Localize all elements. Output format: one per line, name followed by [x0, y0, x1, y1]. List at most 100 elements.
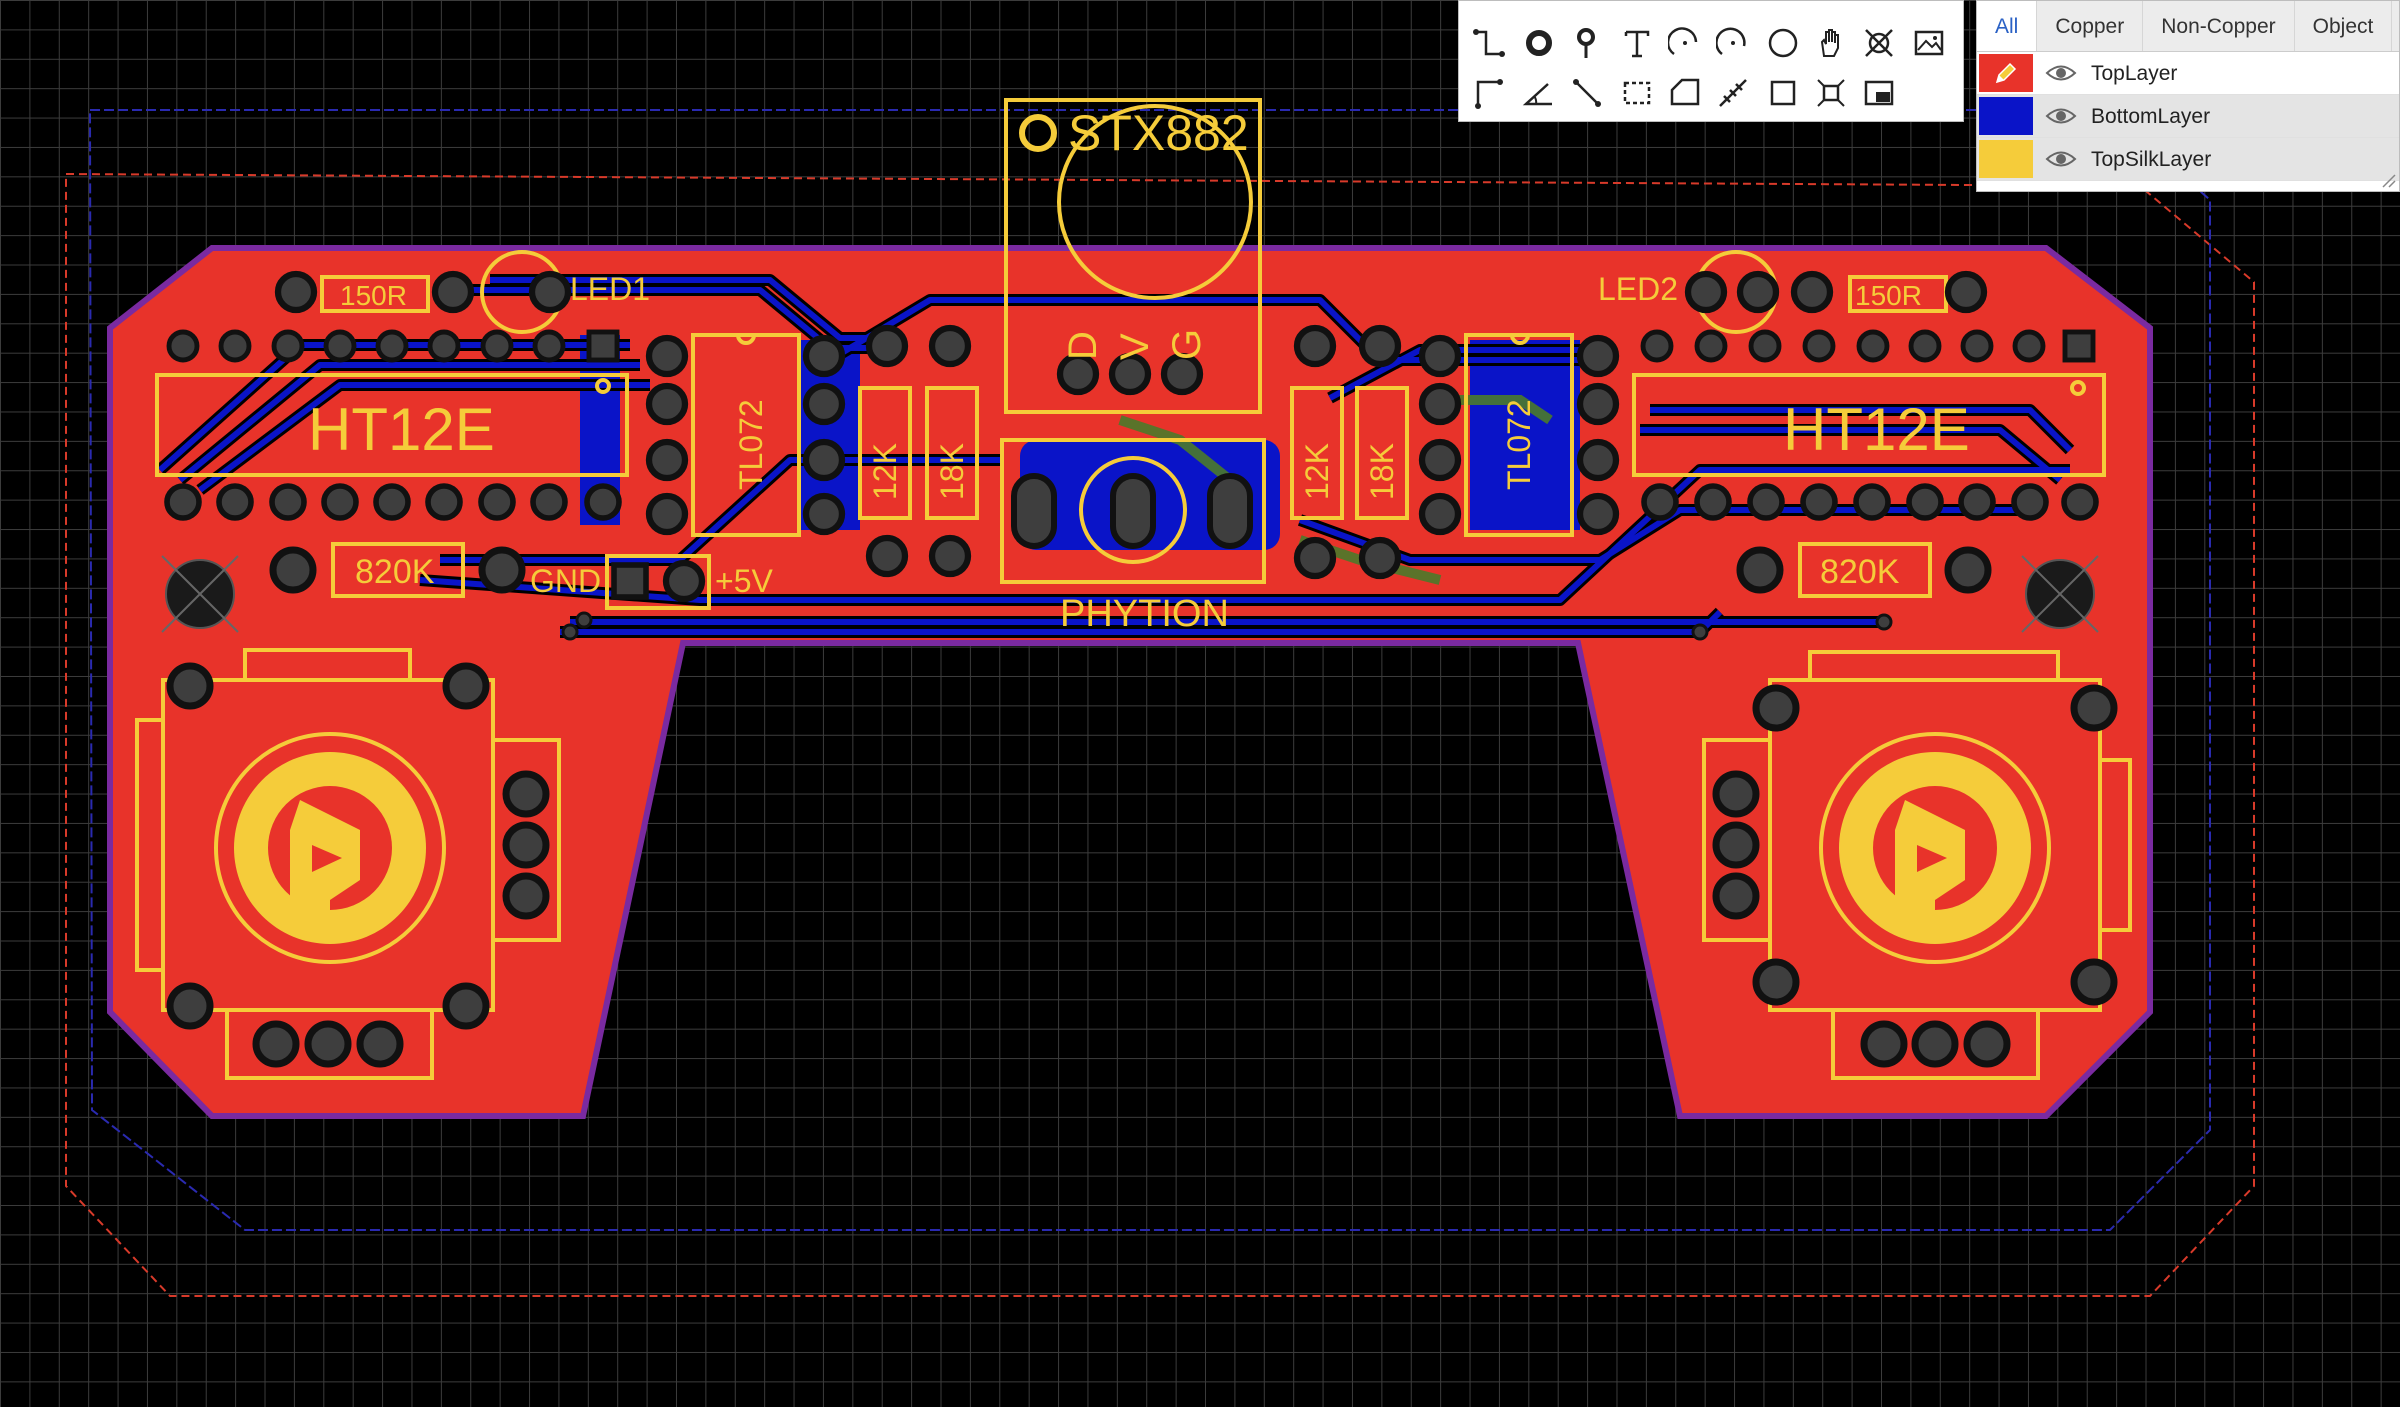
pad[interactable]: [166, 662, 214, 710]
pad[interactable]: [802, 438, 846, 482]
pad[interactable]: [1358, 536, 1402, 580]
pad[interactable]: [478, 546, 526, 594]
pad[interactable]: [1712, 770, 1760, 818]
pad[interactable]: [304, 1020, 352, 1068]
pad[interactable]: [802, 492, 846, 536]
hand-icon[interactable]: [1811, 23, 1851, 63]
tab-non-copper[interactable]: Non-Copper: [2143, 1, 2295, 51]
layer-color-swatch[interactable]: [1979, 54, 2033, 92]
via[interactable]: [561, 623, 579, 641]
pad[interactable]: [1576, 382, 1620, 426]
pad[interactable]: [1684, 270, 1728, 314]
pad[interactable]: [427, 329, 461, 363]
layer-color-swatch[interactable]: [1979, 97, 2033, 135]
region-icon[interactable]: [1617, 73, 1657, 113]
pad[interactable]: [1641, 483, 1679, 521]
pad[interactable]: [1944, 546, 1992, 594]
pad[interactable]: [1056, 352, 1100, 396]
pad[interactable]: [375, 329, 409, 363]
pad[interactable]: [269, 483, 307, 521]
pad[interactable]: [164, 483, 202, 521]
pad[interactable]: [645, 438, 689, 482]
pad[interactable]: [480, 329, 514, 363]
resize-grip-icon[interactable]: [2379, 171, 2397, 189]
canvas-origin-icon[interactable]: [1811, 73, 1851, 113]
eye-icon[interactable]: [2045, 146, 2077, 172]
pad[interactable]: [1790, 270, 1834, 314]
pad[interactable]: [1800, 483, 1838, 521]
tab-copper[interactable]: Copper: [2037, 1, 2144, 51]
pad[interactable]: [1853, 483, 1891, 521]
pad[interactable]: [323, 329, 357, 363]
square-pad[interactable]: [611, 562, 649, 600]
measure-icon[interactable]: [1713, 73, 1753, 113]
pad[interactable]: [1911, 1020, 1959, 1068]
via[interactable]: [1875, 613, 1893, 631]
pad[interactable]: [2012, 329, 2046, 363]
pad[interactable]: [166, 982, 214, 1030]
square-pad[interactable]: [586, 329, 620, 363]
via[interactable]: [1691, 623, 1709, 641]
pad[interactable]: [1712, 821, 1760, 869]
pad[interactable]: [584, 483, 622, 521]
tab-object[interactable]: Object: [2295, 1, 2393, 51]
pad[interactable]: [928, 324, 972, 368]
pad[interactable]: [1293, 324, 1337, 368]
arc-center-icon[interactable]: [1713, 23, 1753, 63]
pad[interactable]: [1640, 329, 1674, 363]
pad[interactable]: [502, 770, 550, 818]
pad[interactable]: [1418, 438, 1462, 482]
track-icon[interactable]: [1469, 23, 1509, 63]
connect-pad-icon[interactable]: [1469, 73, 1509, 113]
pad[interactable]: [1418, 334, 1462, 378]
pad[interactable]: [1944, 270, 1988, 314]
copper-area-icon[interactable]: [1665, 73, 1705, 113]
pad[interactable]: [1736, 546, 1784, 594]
photo-view-icon[interactable]: [1859, 73, 1899, 113]
pad[interactable]: [1576, 438, 1620, 482]
pad[interactable]: [1752, 684, 1800, 732]
pad[interactable]: [252, 1020, 300, 1068]
pad[interactable]: [2011, 483, 2049, 521]
pad[interactable]: [1802, 329, 1836, 363]
layer-color-swatch[interactable]: [1979, 140, 2033, 178]
pad[interactable]: [865, 534, 909, 578]
pad[interactable]: [321, 483, 359, 521]
pad[interactable]: [425, 483, 463, 521]
tab-all[interactable]: All: [1977, 1, 2038, 51]
pad[interactable]: [1160, 352, 1204, 396]
pad[interactable]: [1712, 872, 1760, 920]
angle-icon[interactable]: [1519, 73, 1559, 113]
pad[interactable]: [1736, 270, 1780, 314]
pad[interactable]: [1358, 324, 1402, 368]
pad[interactable]: [645, 334, 689, 378]
pad[interactable]: [1293, 536, 1337, 580]
pad[interactable]: [645, 382, 689, 426]
pad[interactable]: [802, 382, 846, 426]
pad[interactable]: [532, 329, 566, 363]
pad[interactable]: [442, 662, 490, 710]
pad[interactable]: [1963, 1020, 2011, 1068]
layer-row-topsilklayer[interactable]: TopSilkLayer: [1977, 138, 2399, 181]
pad[interactable]: [442, 982, 490, 1030]
pad[interactable]: [1752, 958, 1800, 1006]
pad[interactable]: [645, 492, 689, 536]
pad[interactable]: [269, 546, 317, 594]
pad[interactable]: [2061, 483, 2099, 521]
pad[interactable]: [530, 483, 568, 521]
pad[interactable]: [1576, 492, 1620, 536]
pad[interactable]: [478, 483, 516, 521]
pad[interactable]: [1418, 382, 1462, 426]
layer-row-bottomlayer[interactable]: BottomLayer: [1977, 95, 2399, 138]
hole-icon[interactable]: [1859, 23, 1899, 63]
pad[interactable]: [2070, 684, 2118, 732]
pad[interactable]: [865, 324, 909, 368]
pad[interactable]: [373, 483, 411, 521]
pad[interactable]: [502, 872, 550, 920]
image-icon[interactable]: [1909, 23, 1949, 63]
pad[interactable]: [1694, 483, 1732, 521]
pad[interactable]: [1906, 483, 1944, 521]
pad[interactable]: [1418, 492, 1462, 536]
